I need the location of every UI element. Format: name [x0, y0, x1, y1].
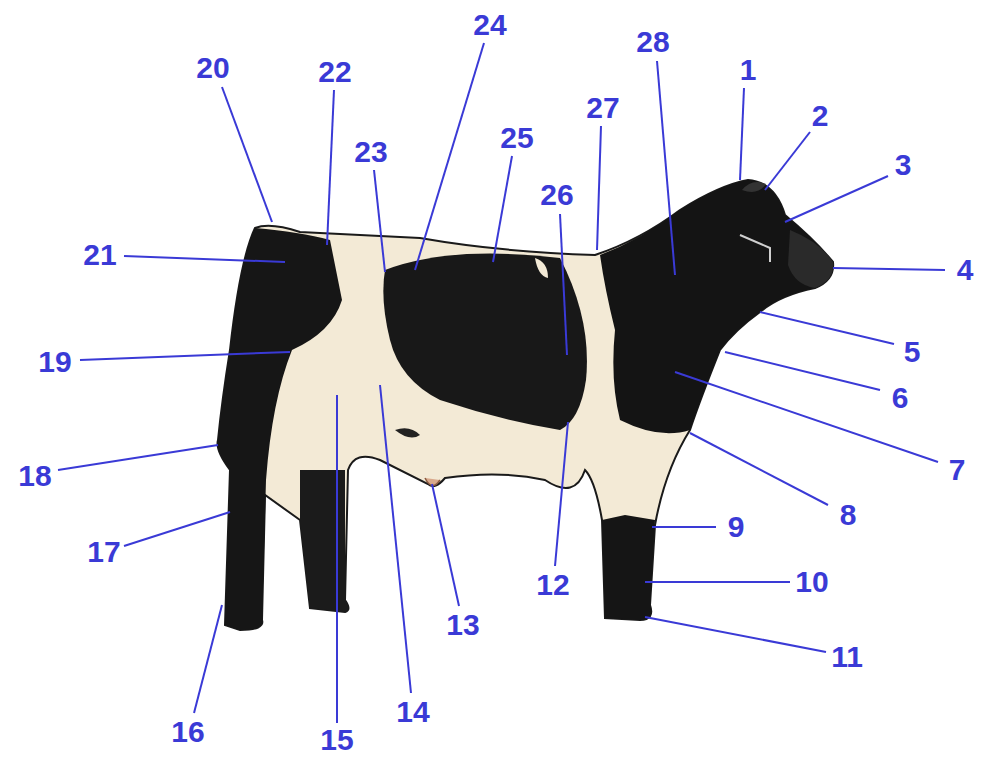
callout-number: 11: [831, 642, 863, 672]
callout-number: 19: [38, 347, 71, 377]
callout-number: 25: [500, 123, 533, 153]
callout-number: 3: [895, 150, 912, 180]
callout-number: 2: [812, 101, 829, 131]
callout-number: 18: [18, 461, 51, 491]
callout-number: 1: [740, 55, 757, 85]
callout-number: 21: [83, 240, 116, 270]
callout-number: 22: [318, 57, 351, 87]
callout-number: 8: [840, 500, 857, 530]
callout-number: 20: [196, 53, 229, 83]
leader-lines: [58, 43, 945, 723]
callout-number: 16: [171, 717, 204, 747]
callout-number: 7: [949, 455, 966, 485]
callout-number: 9: [728, 512, 745, 542]
callout-number: 5: [904, 337, 921, 367]
callout-number: 12: [536, 570, 569, 600]
callout-number: 13: [446, 610, 479, 640]
callout-number: 26: [540, 180, 573, 210]
callout-number: 27: [586, 93, 619, 123]
callout-number: 28: [636, 27, 669, 57]
callout-number: 6: [892, 383, 909, 413]
callout-number: 10: [795, 567, 828, 597]
callout-number: 4: [957, 255, 974, 285]
callout-number: 15: [320, 725, 353, 755]
callout-number: 23: [354, 137, 387, 167]
callout-number: 24: [473, 10, 506, 40]
callout-number: 17: [87, 537, 120, 567]
callout-number: 14: [396, 697, 429, 727]
